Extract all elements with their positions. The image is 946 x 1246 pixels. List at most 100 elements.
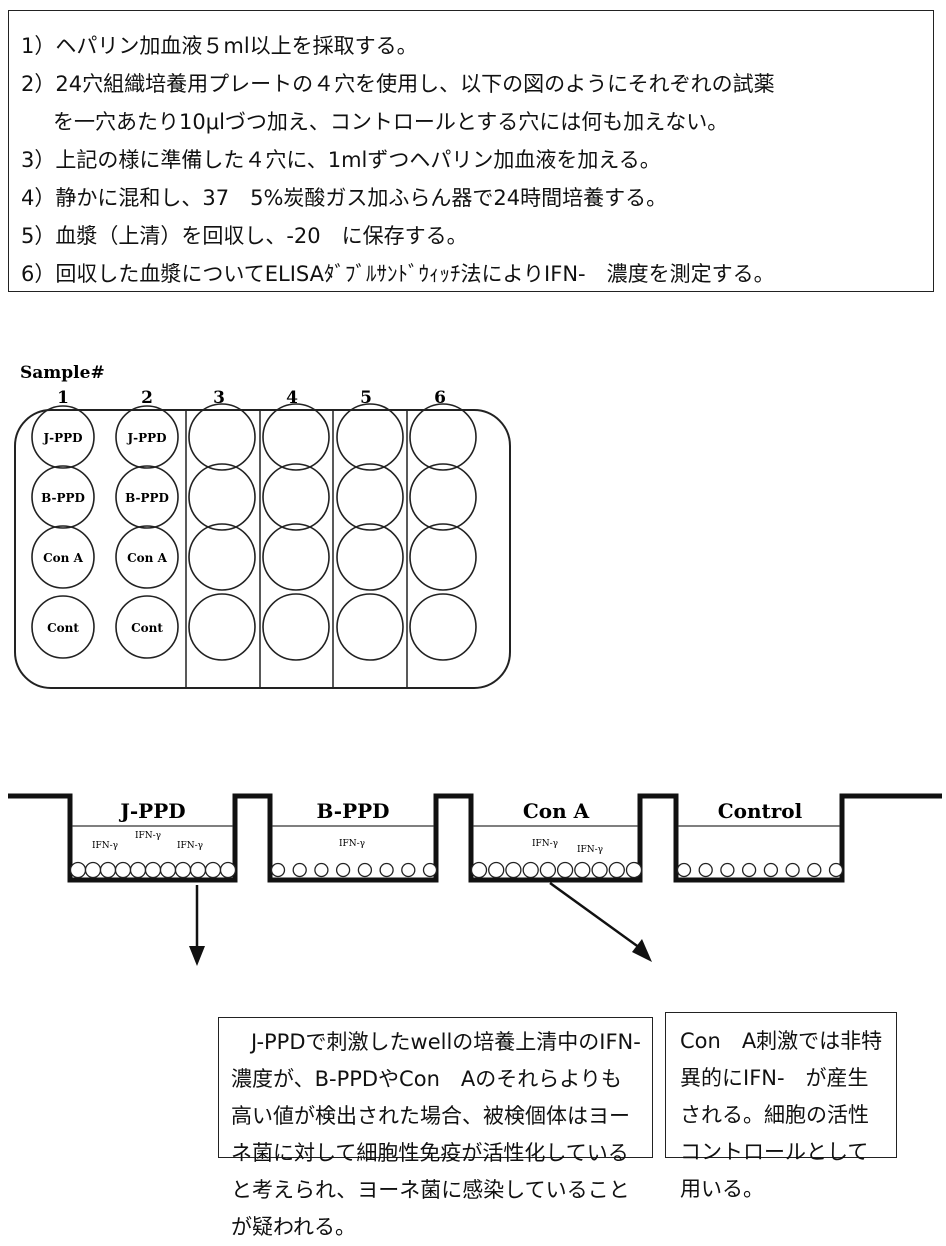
- ifn-label-4: IFN-γ: [339, 839, 365, 849]
- well-label-r1-c1: J-PPD: [42, 431, 82, 445]
- section-cell-2-3: [314, 862, 329, 878]
- section-cell-1-7: [159, 861, 177, 879]
- plate-wells: J-PPD J-PPD B-PPD B-PPD Con A Con A Cont Cont: [31, 403, 477, 661]
- section-cell-1-8: [174, 861, 192, 879]
- step-3: 3）上記の様に準備した４穴に、1mlずつヘパリン加血液を加える。: [21, 148, 661, 172]
- plate-well-r4-c1: [31, 595, 95, 659]
- well-label-r3-c1: Con A: [43, 551, 83, 565]
- column-number-1: 1: [57, 388, 69, 408]
- section-cell-3-9: [608, 861, 625, 879]
- section-cell-4-7: [807, 862, 822, 878]
- step-4: 4）静かに混和し、37 5%炭酸ガス加ふらん器で24時間培養する。: [21, 186, 668, 210]
- section-cell-2-5: [357, 862, 373, 878]
- section-label-j-ppd: J-PPD: [118, 799, 185, 823]
- note-j-ppd: J-PPDで刺激したwellの培養上清中のIFN- 濃度が、B-PPDやCon …: [218, 1017, 662, 1239]
- section-cell-3-7: [574, 861, 591, 879]
- section-cell-2-6: [379, 862, 394, 878]
- section-cell-1-3: [99, 861, 117, 879]
- well-label-r2-c1: B-PPD: [41, 491, 85, 505]
- section-label-b-ppd: B-PPD: [317, 799, 390, 823]
- section-cell-4-3: [720, 862, 735, 878]
- plate-well-r1-c3: [188, 403, 256, 471]
- section-cell-3-6: [556, 861, 574, 879]
- ifn-label-2: IFN-γ: [135, 831, 161, 841]
- plate-well-r2-c5: [336, 463, 404, 531]
- ifn-label-6: IFN-γ: [577, 845, 603, 855]
- plate-well-r2-c6: [409, 463, 477, 531]
- section-cell-1-2: [84, 861, 102, 879]
- plate-well-r3-c2: [115, 525, 179, 589]
- step-2-continued: を一穴あたり10μlづつ加え、コントロールとする穴には何も加えない。: [21, 103, 933, 141]
- plate-well-r2-c2: [115, 465, 179, 529]
- plate-well-r3-c5: [336, 523, 404, 591]
- section-cell-1-9: [189, 861, 207, 879]
- section-cell-4-4: [741, 862, 757, 878]
- well-label-r2-c2: B-PPD: [125, 491, 169, 505]
- section-cell-2-1: [270, 862, 286, 878]
- well-label-r4-c1: Cont: [47, 621, 79, 635]
- step-6: 6）回収した血漿についてELISAﾀﾞﾌﾞﾙｻﾝﾄﾞｳｨｯﾁ法によりIFN- 濃…: [21, 262, 775, 286]
- section-cell-3-2: [488, 861, 505, 879]
- well-label-r1-c2: J-PPD: [126, 431, 166, 445]
- section-cell-2-2: [292, 862, 307, 878]
- plate-dividers: [185, 410, 408, 688]
- procedure-box: 1）ヘパリン加血液５ml以上を採取する。 2）24穴組織培養用プレートの４穴を使…: [8, 10, 934, 292]
- section-cell-4-8: [828, 862, 844, 878]
- cross-section-labels: J-PPD B-PPD Con A Control: [118, 799, 802, 823]
- section-cell-2-7: [401, 862, 416, 878]
- ifn-label-5: IFN-γ: [532, 839, 558, 849]
- sample-label: Sample#: [20, 363, 105, 383]
- section-cell-4-5: [763, 862, 779, 878]
- column-numbers: 1 2 3 4 5 6: [57, 388, 446, 408]
- section-label-con-a: Con A: [523, 799, 590, 823]
- section-cell-4-6: [785, 862, 800, 878]
- section-cell-3-10: [625, 861, 643, 879]
- step-2-continued-text: を一穴あたり10μlづつ加え、コントロールとする穴には何も加えない。: [53, 110, 729, 134]
- plate-well-r3-c1: [31, 525, 95, 589]
- section-cell-3-8: [591, 861, 608, 879]
- column-number-3: 3: [213, 388, 225, 408]
- plate-well-r1-c2: [115, 405, 179, 469]
- well-label-r3-c2: Con A: [127, 551, 167, 565]
- well-label-r4-c2: Cont: [131, 621, 163, 635]
- culture-plate: [14, 409, 511, 689]
- plate-well-r1-c1: [31, 405, 95, 469]
- column-number-4: 4: [286, 388, 298, 408]
- ifn-label-1: IFN-γ: [92, 841, 118, 851]
- plate-well-r2-c3: [188, 463, 256, 531]
- section-cell-3-5: [539, 861, 557, 879]
- section-cell-1-5: [129, 861, 147, 879]
- plate-well-r4-c6: [409, 593, 477, 661]
- plate-well-r3-c6: [409, 523, 477, 591]
- section-cell-1-6: [144, 861, 162, 879]
- section-cell-3-1: [470, 861, 488, 879]
- plate-well-r1-c6: [409, 403, 477, 471]
- section-cell-1-10: [204, 861, 222, 879]
- section-label-control: Control: [718, 799, 803, 823]
- arrow-diagonal: [549, 881, 652, 962]
- section-cell-2-8: [422, 862, 438, 878]
- plate-well-r1-c5: [336, 403, 404, 471]
- section-cell-1-11: [219, 861, 237, 879]
- column-number-6: 6: [434, 388, 446, 408]
- step-1: 1）ヘパリン加血液５ml以上を採取する。: [21, 34, 418, 58]
- section-cells: [69, 861, 844, 879]
- step-2: 2）24穴組織培養用プレートの４穴を使用し、以下の図のようにそれぞれの試薬: [21, 72, 775, 96]
- note-con-a: Con A刺激では非特異的にIFN- が産生される。細胞の活性コントロールとして…: [665, 1012, 897, 1201]
- plate-well-r2-c1: [31, 465, 95, 529]
- plate-well-r3-c4: [262, 523, 330, 591]
- plate-well-r4-c2: [115, 595, 179, 659]
- plate-well-r4-c4: [262, 593, 330, 661]
- column-number-5: 5: [360, 388, 372, 408]
- step-5: 5）血漿（上清）を回収し、-20 に保存する。: [21, 224, 468, 248]
- ifn-label-3: IFN-γ: [177, 841, 203, 851]
- section-cell-1-1: [69, 861, 87, 879]
- section-cell-3-3: [505, 861, 522, 879]
- well-cross-section: [8, 793, 942, 883]
- section-cell-1-4: [114, 861, 132, 879]
- diagram-canvas: Sample# 1 2 3 4 5 6 J-PPD J-PPD B-PPD B-PPD…: [8, 363, 942, 966]
- plate-well-r2-c4: [262, 463, 330, 531]
- section-cell-4-2: [698, 862, 713, 878]
- plate-well-r4-c3: [188, 593, 256, 661]
